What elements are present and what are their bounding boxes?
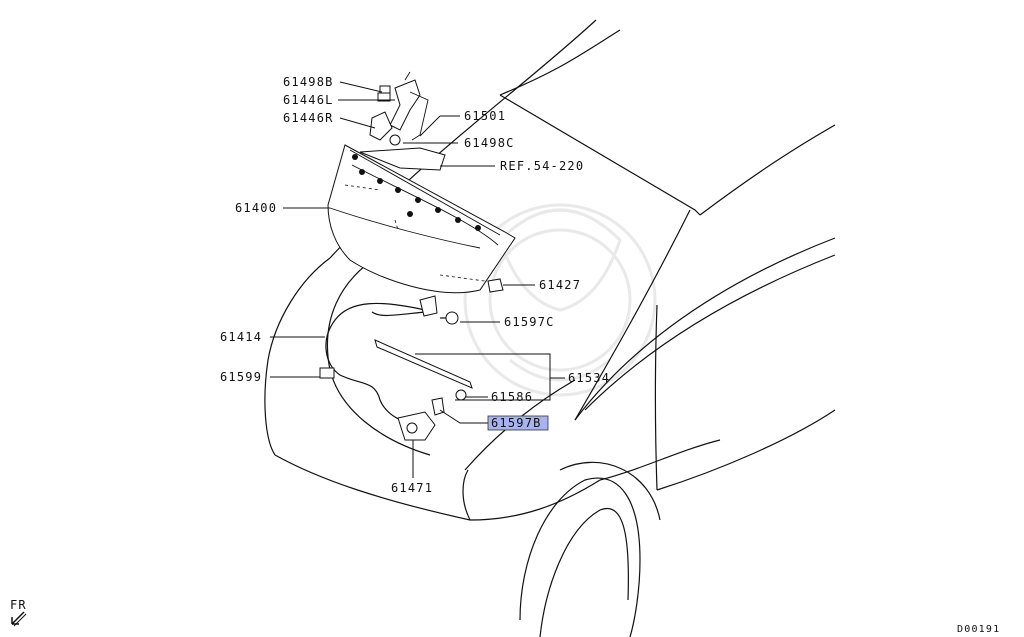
label-61446L: 61446L bbox=[283, 93, 334, 107]
watermark-logo bbox=[463, 203, 657, 397]
fr-label: FR bbox=[10, 598, 27, 612]
label-61534: 61534 bbox=[568, 371, 610, 385]
label-61427: 61427 bbox=[539, 278, 581, 292]
label-61599: 61599 bbox=[220, 370, 262, 384]
label-61586: 61586 bbox=[491, 390, 533, 404]
front-direction-marker: FR bbox=[10, 598, 27, 627]
diagram-code: D00191 bbox=[957, 624, 1000, 635]
label-61597C: 61597C bbox=[504, 315, 555, 329]
hood-support-rod bbox=[374, 339, 473, 401]
hood-lock bbox=[397, 397, 445, 441]
hood-bolt-dots bbox=[352, 154, 481, 231]
label-61446R: 61446R bbox=[283, 111, 334, 125]
label-61498B: 61498B bbox=[283, 75, 334, 89]
label-61471: 61471 bbox=[391, 481, 433, 495]
hood-bumper-61427 bbox=[487, 278, 504, 293]
label-61400: 61400 bbox=[235, 201, 277, 215]
label-61501: 61501 bbox=[464, 109, 506, 123]
release-cable bbox=[319, 295, 459, 423]
highlight-box-61597B bbox=[487, 415, 549, 431]
label-61498C: 61498C bbox=[464, 136, 515, 150]
part-labels: 61498B 61446L 61446R 61501 61498C REF.54… bbox=[220, 75, 610, 495]
car-body-outline bbox=[264, 19, 836, 637]
leader-lines bbox=[270, 81, 565, 478]
hood-panel bbox=[327, 144, 516, 294]
label-ref: REF.54-220 bbox=[500, 159, 584, 173]
hinge-assembly bbox=[359, 71, 446, 171]
label-61597B[interactable]: 61597B bbox=[491, 416, 542, 430]
arrow-down-left-icon bbox=[11, 611, 27, 627]
label-61414: 61414 bbox=[220, 330, 262, 344]
